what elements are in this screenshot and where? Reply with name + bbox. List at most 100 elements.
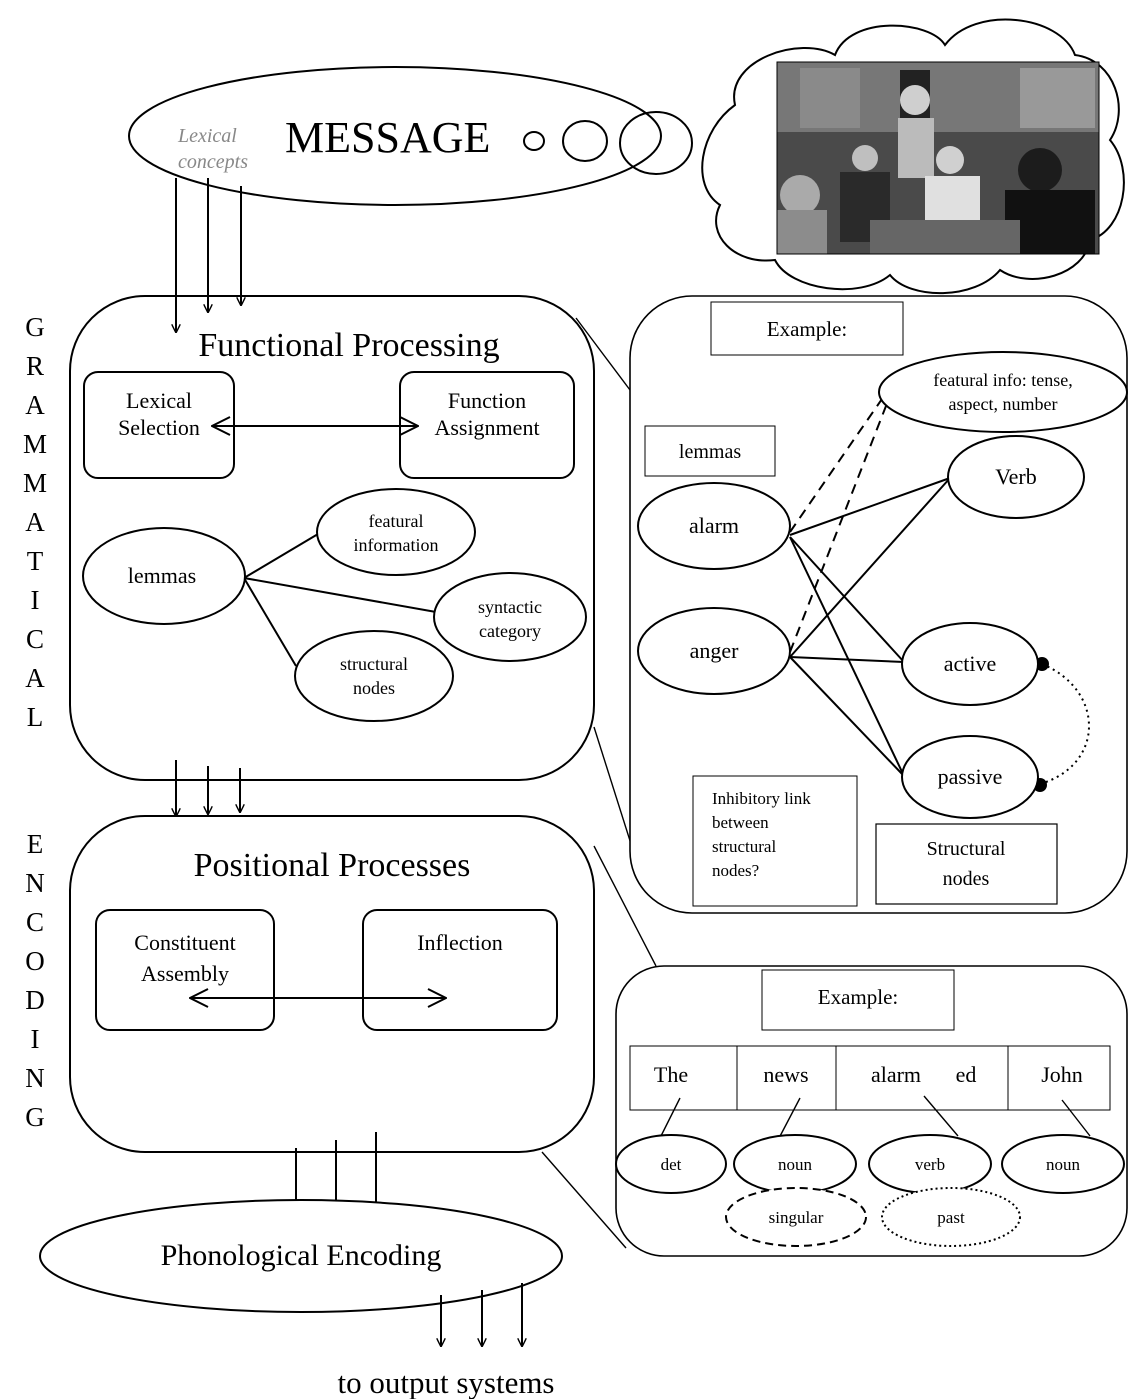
thought-bubble-medium (562, 120, 608, 162)
featural-info-node (878, 351, 1128, 433)
example2-box (615, 965, 1128, 1257)
word-news: news (763, 1062, 808, 1087)
word-tag-links (659, 1095, 1091, 1141)
passive-label: passive (938, 764, 1003, 789)
inflection-label: Inflection (417, 930, 503, 955)
featural-information-node (316, 488, 476, 576)
message-ellipse (128, 66, 662, 206)
lemma-network (243, 533, 437, 667)
example2-title-box (761, 969, 955, 1031)
inflection-box (362, 909, 558, 1031)
vlabel-C2: C (26, 907, 44, 937)
sentence-table (629, 1045, 1111, 1111)
vlabel-A3: A (25, 663, 45, 693)
example1-title-box (710, 301, 904, 356)
vlabel-T: T (27, 546, 44, 576)
anger-label: anger (690, 638, 740, 663)
vlabel-E: E (27, 829, 44, 859)
word-ed: ed (956, 1062, 977, 1087)
courtroom-photo (777, 62, 1099, 254)
word-the: The (654, 1062, 688, 1087)
functional-to-positional-arrows (176, 760, 240, 816)
tag-det (615, 1134, 727, 1194)
structural-nodes-box (875, 823, 1058, 905)
example1-lemmas-label: lemmas (679, 441, 741, 463)
tag-verb-label: verb (915, 1155, 945, 1174)
vlabel-I: I (31, 585, 40, 615)
example1-panel: Example: featural info: tense,aspect, nu… (629, 295, 1128, 914)
example1-title: Example: (767, 317, 847, 341)
vlabel-M2: M (23, 468, 47, 498)
vlabel-R: R (26, 351, 44, 381)
structural-nodes-node (294, 630, 454, 722)
vlabel-O: O (25, 946, 45, 976)
example1-lemmas-box (644, 425, 776, 477)
sentence-table-dividers (736, 1046, 1009, 1110)
tag-det-label: det (661, 1155, 682, 1174)
positional-title: Positional Processes (194, 847, 471, 884)
example2-panel: Example: The news alarm ed John det noun… (615, 965, 1128, 1257)
vlabel-I2: I (31, 1024, 40, 1054)
phonological-encoding-panel: Phonological Encoding (39, 1199, 563, 1313)
grammatical-encoding-vertical-label: G R A M M A T I C A L E N C O D I N G (23, 312, 47, 1132)
functional-box (69, 295, 595, 781)
vlabel-N2: N (25, 1063, 45, 1093)
output-arrows (441, 1283, 522, 1346)
word-alarm: alarm (871, 1062, 921, 1087)
positional-to-phonological-arrows (296, 1132, 376, 1210)
alarm-label: alarm (689, 513, 739, 538)
inhibitory-note-box (692, 775, 858, 907)
vlabel-G: G (25, 312, 45, 342)
passive-node (901, 735, 1039, 819)
verb-label: Verb (995, 464, 1037, 489)
thought-bubble-small (523, 131, 545, 151)
phonological-ellipse (39, 1199, 563, 1313)
feature-singular-label: singular (769, 1208, 824, 1227)
lemmas-node (82, 527, 246, 625)
vlabel-G2: G (25, 1102, 45, 1132)
example2-title: Example: (818, 985, 898, 1009)
alarm-node (637, 482, 791, 570)
message-title: MESSAGE (285, 113, 490, 162)
tag-noun-2 (1001, 1134, 1125, 1194)
positional-box (69, 815, 595, 1153)
photo-border (776, 61, 1100, 255)
phonological-title: Phonological Encoding (161, 1239, 442, 1272)
vlabel-C: C (26, 624, 44, 654)
vlabel-L: L (27, 702, 44, 732)
output-label: to output systems (337, 1365, 554, 1399)
tag-noun-2-label: noun (1046, 1155, 1081, 1174)
constituent-assembly-box (95, 909, 275, 1031)
word-john: John (1041, 1062, 1083, 1087)
verb-node (947, 435, 1085, 519)
concept-arrows (176, 178, 241, 332)
active-node (901, 622, 1039, 706)
vlabel-M1: M (23, 429, 47, 459)
vlabel-A2: A (25, 507, 45, 537)
lemmas-label: lemmas (128, 563, 196, 588)
vlabel-D: D (25, 985, 45, 1015)
tag-noun-1-label: noun (778, 1155, 813, 1174)
active-label: active (944, 651, 997, 676)
example1-links (789, 477, 951, 777)
vlabel-N1: N (25, 868, 45, 898)
feature-singular (725, 1187, 867, 1247)
example1-featural-links (789, 395, 887, 653)
featural-info-label: featural info: tense,aspect, number (933, 370, 1072, 414)
feature-past-label: past (937, 1208, 965, 1227)
functional-title: Functional Processing (198, 327, 499, 364)
anger-node (637, 607, 791, 695)
